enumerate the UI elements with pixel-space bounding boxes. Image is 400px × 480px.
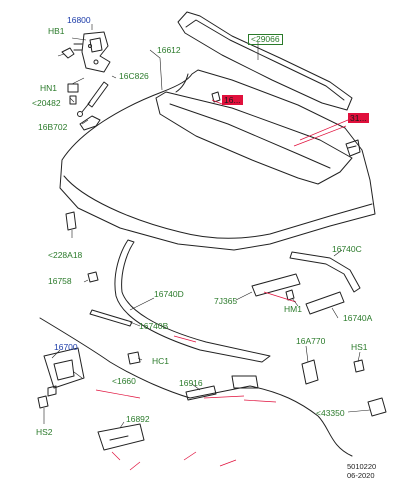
label-16800: 16800	[67, 15, 91, 25]
screw-hs1	[353, 359, 365, 373]
clip-16b702	[79, 115, 101, 131]
label-red-mid: 16...	[222, 95, 243, 105]
label-16740d: 16740D	[154, 289, 184, 299]
release-cable	[39, 317, 353, 457]
red-highlight-mid: 16...	[222, 95, 243, 105]
label-hs1: HS1	[351, 342, 368, 352]
label-hm1: HM1	[284, 304, 302, 314]
cowl-seal	[177, 11, 353, 111]
hood-panel	[59, 69, 376, 251]
label-hc1: HC1	[152, 356, 170, 366]
red-highlight-right: 31...	[348, 113, 369, 123]
seal-16740d	[114, 239, 271, 363]
label-hs2: HS2	[36, 427, 53, 437]
bumper-16758	[87, 271, 99, 283]
cable-handle	[185, 385, 217, 401]
grommet-hn1	[67, 83, 79, 105]
bracket-31	[345, 139, 361, 157]
label-7j365: 7J365	[214, 296, 238, 306]
diagram-code: 5010220	[347, 462, 377, 471]
clip-hc1	[127, 351, 141, 365]
label-228a18: <228A18	[48, 250, 83, 260]
gas-strut	[77, 81, 109, 117]
cable-end	[231, 375, 259, 389]
screw-hs2	[37, 395, 49, 409]
clip-mid	[211, 91, 221, 103]
label-16a770: 16A770	[296, 336, 326, 346]
label-16612: 16612	[157, 45, 181, 55]
label-16892: 16892	[126, 414, 150, 424]
label-16700: 16700	[54, 342, 78, 352]
hood-hinge	[61, 31, 111, 73]
seal-16740c	[289, 251, 361, 293]
buffer	[65, 211, 77, 231]
tube-16740a	[305, 291, 345, 315]
part-43350	[367, 397, 387, 417]
part-16a770	[301, 359, 319, 385]
label-hb1: HB1	[48, 26, 65, 36]
label-16b702: 16B702	[38, 122, 68, 132]
label-16c826: 16C826	[119, 71, 149, 81]
label-16740c: 16740C	[332, 244, 362, 254]
label-29066: <29066	[248, 34, 283, 45]
bracket-16892	[97, 423, 145, 451]
label-16916: 16916	[179, 378, 203, 388]
label-20482: <20482	[32, 98, 61, 108]
label-16740b: 16740B	[139, 321, 169, 331]
label-red-right: 31...	[348, 113, 369, 123]
label-hn1: HN1	[40, 83, 58, 93]
label-43350: <43350	[316, 408, 345, 418]
diagram-date: 06-2020	[347, 471, 375, 480]
label-16758: 16758	[48, 276, 72, 286]
fastener-hm1	[285, 289, 295, 301]
label-16740a: 16740A	[343, 313, 373, 323]
label-1660: <1660	[112, 376, 136, 386]
strip-16740b	[89, 309, 133, 327]
hood-latch	[43, 347, 85, 397]
part-7j365	[251, 273, 301, 297]
